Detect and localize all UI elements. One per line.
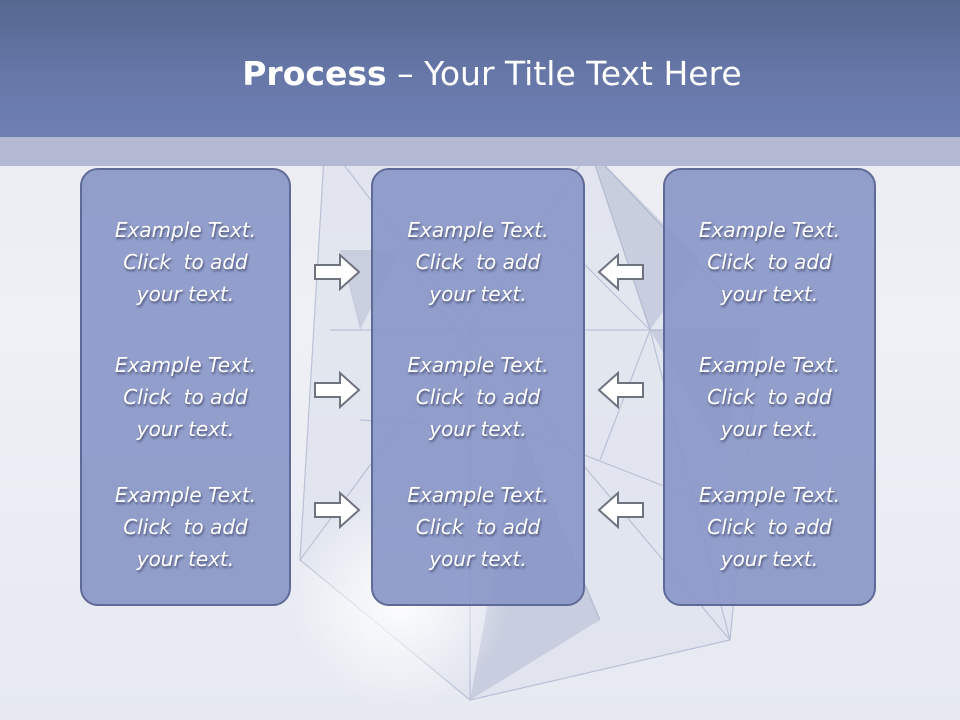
arrow-right-icon[interactable] <box>313 370 361 410</box>
text-line: Click to add <box>707 385 832 409</box>
text-line: your text. <box>429 547 527 571</box>
text-line: Example Text. <box>114 483 257 507</box>
text-line: your text. <box>136 417 235 441</box>
text-line: your text. <box>136 547 235 571</box>
process-box-left[interactable]: Example Text. Click to add your text. Ex… <box>80 168 291 606</box>
text-line: your text. <box>720 282 819 306</box>
title-stripe <box>0 137 960 166</box>
text-line: Example Text. <box>114 218 257 242</box>
text-line: your text. <box>720 417 819 441</box>
text-line: Click to add <box>123 385 248 409</box>
text-line: Example Text. <box>407 353 549 377</box>
text-line: Click to add <box>707 515 832 539</box>
text-block[interactable]: Example Text. Click to add your text. <box>373 479 583 575</box>
arrow-right-icon[interactable] <box>313 252 361 292</box>
text-line: your text. <box>429 417 527 441</box>
text-block[interactable]: Example Text. Click to add your text. <box>82 349 289 445</box>
text-block[interactable]: Example Text. Click to add your text. <box>665 214 874 310</box>
text-line: your text. <box>136 282 235 306</box>
process-box-center[interactable]: Example Text. Click to add your text. Ex… <box>371 168 585 606</box>
text-line: Example Text. <box>698 353 841 377</box>
arrow-left-icon[interactable] <box>597 252 645 292</box>
arrow-left-icon[interactable] <box>597 490 645 530</box>
text-line: Click to add <box>415 515 541 539</box>
text-line: Click to add <box>123 250 248 274</box>
process-box-right[interactable]: Example Text. Click to add your text. Ex… <box>663 168 876 606</box>
title-bar <box>0 0 960 137</box>
text-line: your text. <box>429 282 527 306</box>
text-block[interactable]: Example Text. Click to add your text. <box>665 349 874 445</box>
slide-title-bold: Process <box>242 54 387 93</box>
text-block[interactable]: Example Text. Click to add your text. <box>373 349 583 445</box>
text-line: your text. <box>720 547 819 571</box>
text-line: Example Text. <box>407 483 549 507</box>
text-block[interactable]: Example Text. Click to add your text. <box>82 214 289 310</box>
text-line: Click to add <box>707 250 832 274</box>
text-line: Click to add <box>415 250 541 274</box>
text-line: Example Text. <box>407 218 549 242</box>
text-line: Example Text. <box>698 483 841 507</box>
text-line: Example Text. <box>698 218 841 242</box>
arrow-left-icon[interactable] <box>597 370 645 410</box>
arrow-right-icon[interactable] <box>313 490 361 530</box>
text-block[interactable]: Example Text. Click to add your text. <box>665 479 874 575</box>
slide-title[interactable]: Process – Your Title Text Here <box>0 52 960 96</box>
text-line: Click to add <box>123 515 248 539</box>
text-block[interactable]: Example Text. Click to add your text. <box>373 214 583 310</box>
text-line: Click to add <box>415 385 541 409</box>
slide-title-rest: – Your Title Text Here <box>386 54 742 93</box>
text-block[interactable]: Example Text. Click to add your text. <box>82 479 289 575</box>
text-line: Example Text. <box>114 353 257 377</box>
